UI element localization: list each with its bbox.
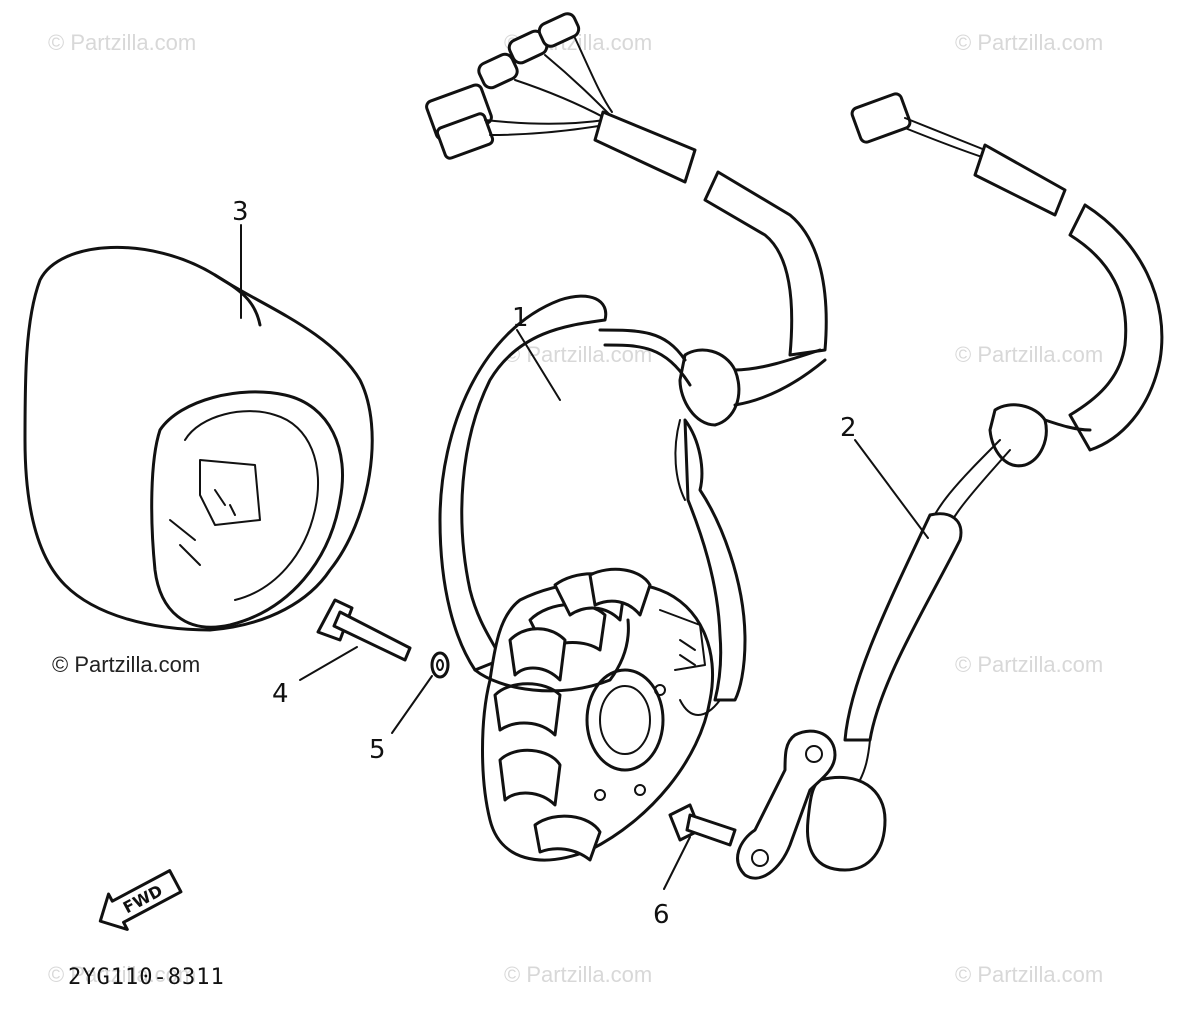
watermark: © Partzilla.com [955,30,1103,55]
screw-part-6[interactable] [668,803,737,847]
watermark: © Partzilla.com [955,652,1103,677]
fwd-arrow-icon: FWD [98,869,183,931]
washer-part-5[interactable] [430,651,450,679]
watermark: © Partzilla.com [48,30,196,55]
callout-1: 1 [512,303,529,333]
watermark: © Partzilla.com [955,962,1103,987]
pickup-coil-part[interactable] [736,92,1164,880]
leader-line-2 [854,439,929,539]
callout-2: 2 [840,413,857,443]
leader-line-1 [516,329,561,401]
leader-line-4 [299,646,358,681]
callout-5: 5 [369,735,386,765]
leader-lines [240,224,929,890]
callout-4: 4 [272,679,289,709]
callout-6: 6 [653,900,670,930]
leader-line-5 [391,675,433,734]
rotor-part[interactable] [23,245,374,632]
stator-assembly-part[interactable] [425,11,828,862]
watermark: © Partzilla.com [504,962,652,987]
watermark: © Partzilla.com [48,962,196,987]
callout-3: 3 [232,197,249,227]
bolt-part-4[interactable] [316,598,412,662]
watermark-prominent: © Partzilla.com [52,652,200,677]
leader-line-6 [663,836,691,890]
watermark: © Partzilla.com [955,342,1103,367]
part-code: 2YG110-8311 [68,965,225,990]
